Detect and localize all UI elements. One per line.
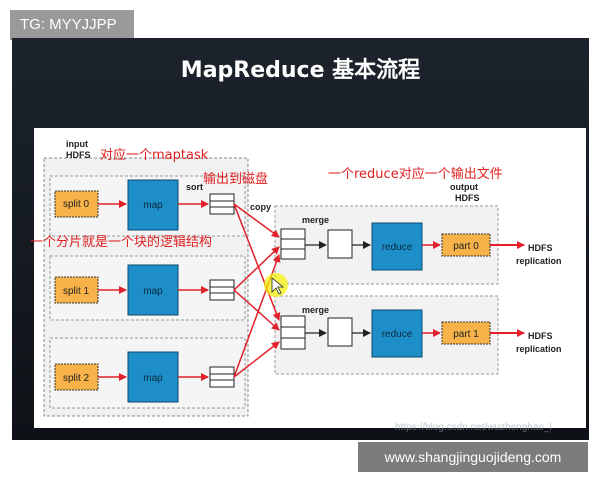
slide-title: MapReduce 基本流程 [180,58,421,83]
reduce-box-1 [371,309,423,358]
sort-label: sort [186,182,203,192]
annotation-maptask: 对应一个maptask [100,147,209,163]
map-box-1 [127,264,179,316]
output-label-2: HDFS [455,193,480,203]
hdfs-label-1: HDFS [528,331,553,341]
annotation-reduce-file: 一个reduce对应一个输出文件 [328,166,503,182]
merge-box-1 [327,317,353,347]
copy-buffer-1 [280,315,306,350]
part-label-0: part 0 [453,241,479,252]
map-box-2 [127,351,179,403]
map-label-2: map [143,373,163,384]
map-label-0: map [143,200,163,211]
annotation-output-disk: 输出到磁盘 [203,171,268,187]
merge-label-0: merge [302,215,329,225]
split-label-0: split 0 [63,199,90,210]
sort-buffer-0 [209,193,235,215]
sort-buffer-1 [209,279,235,301]
channel-tag: TG: MYYJJPP [10,10,134,40]
cursor-icon [271,277,285,295]
reduce-row-0: merge reduce part 0 HDFS replication [274,205,562,285]
replication-label-0: replication [516,256,562,266]
input-label-2: HDFS [66,150,91,160]
replication-label-1: replication [516,344,562,354]
copy-label: copy [250,202,271,212]
map-box-0 [127,179,179,231]
split-box-0 [54,190,99,218]
map-row-2: split 2 map [49,337,246,409]
split-label-1: split 1 [63,286,90,297]
site-watermark: www.shangjinguojideng.com [358,442,588,472]
reduce-box-0 [371,222,423,271]
reduce-label-0: reduce [382,242,413,253]
split-box-2 [54,363,99,391]
hdfs-label-0: HDFS [528,243,553,253]
input-label-1: input [66,139,88,149]
merge-label-1: merge [302,305,329,315]
csdn-watermark: https://blog.csdn.net/wuzhenghao_l [395,422,552,433]
split-box-1 [54,276,99,304]
map-row-1: split 1 map [49,255,246,321]
sort-buffer-2 [209,366,235,388]
reduce-row-1: merge reduce part 1 HDFS replication [274,295,562,375]
split-label-2: split 2 [63,373,90,384]
output-label-1: output [450,182,478,192]
copy-buffer-0 [280,228,306,260]
map-label-1: map [143,286,163,297]
merge-box-0 [327,229,353,259]
map-row-0: split 0 map sort [49,175,246,237]
reduce-label-1: reduce [382,329,413,340]
part-label-1: part 1 [453,329,479,340]
annotation-split-block: 一个分片就是一个块的逻辑结构 [30,234,212,250]
shuffle-arrows [233,203,281,378]
